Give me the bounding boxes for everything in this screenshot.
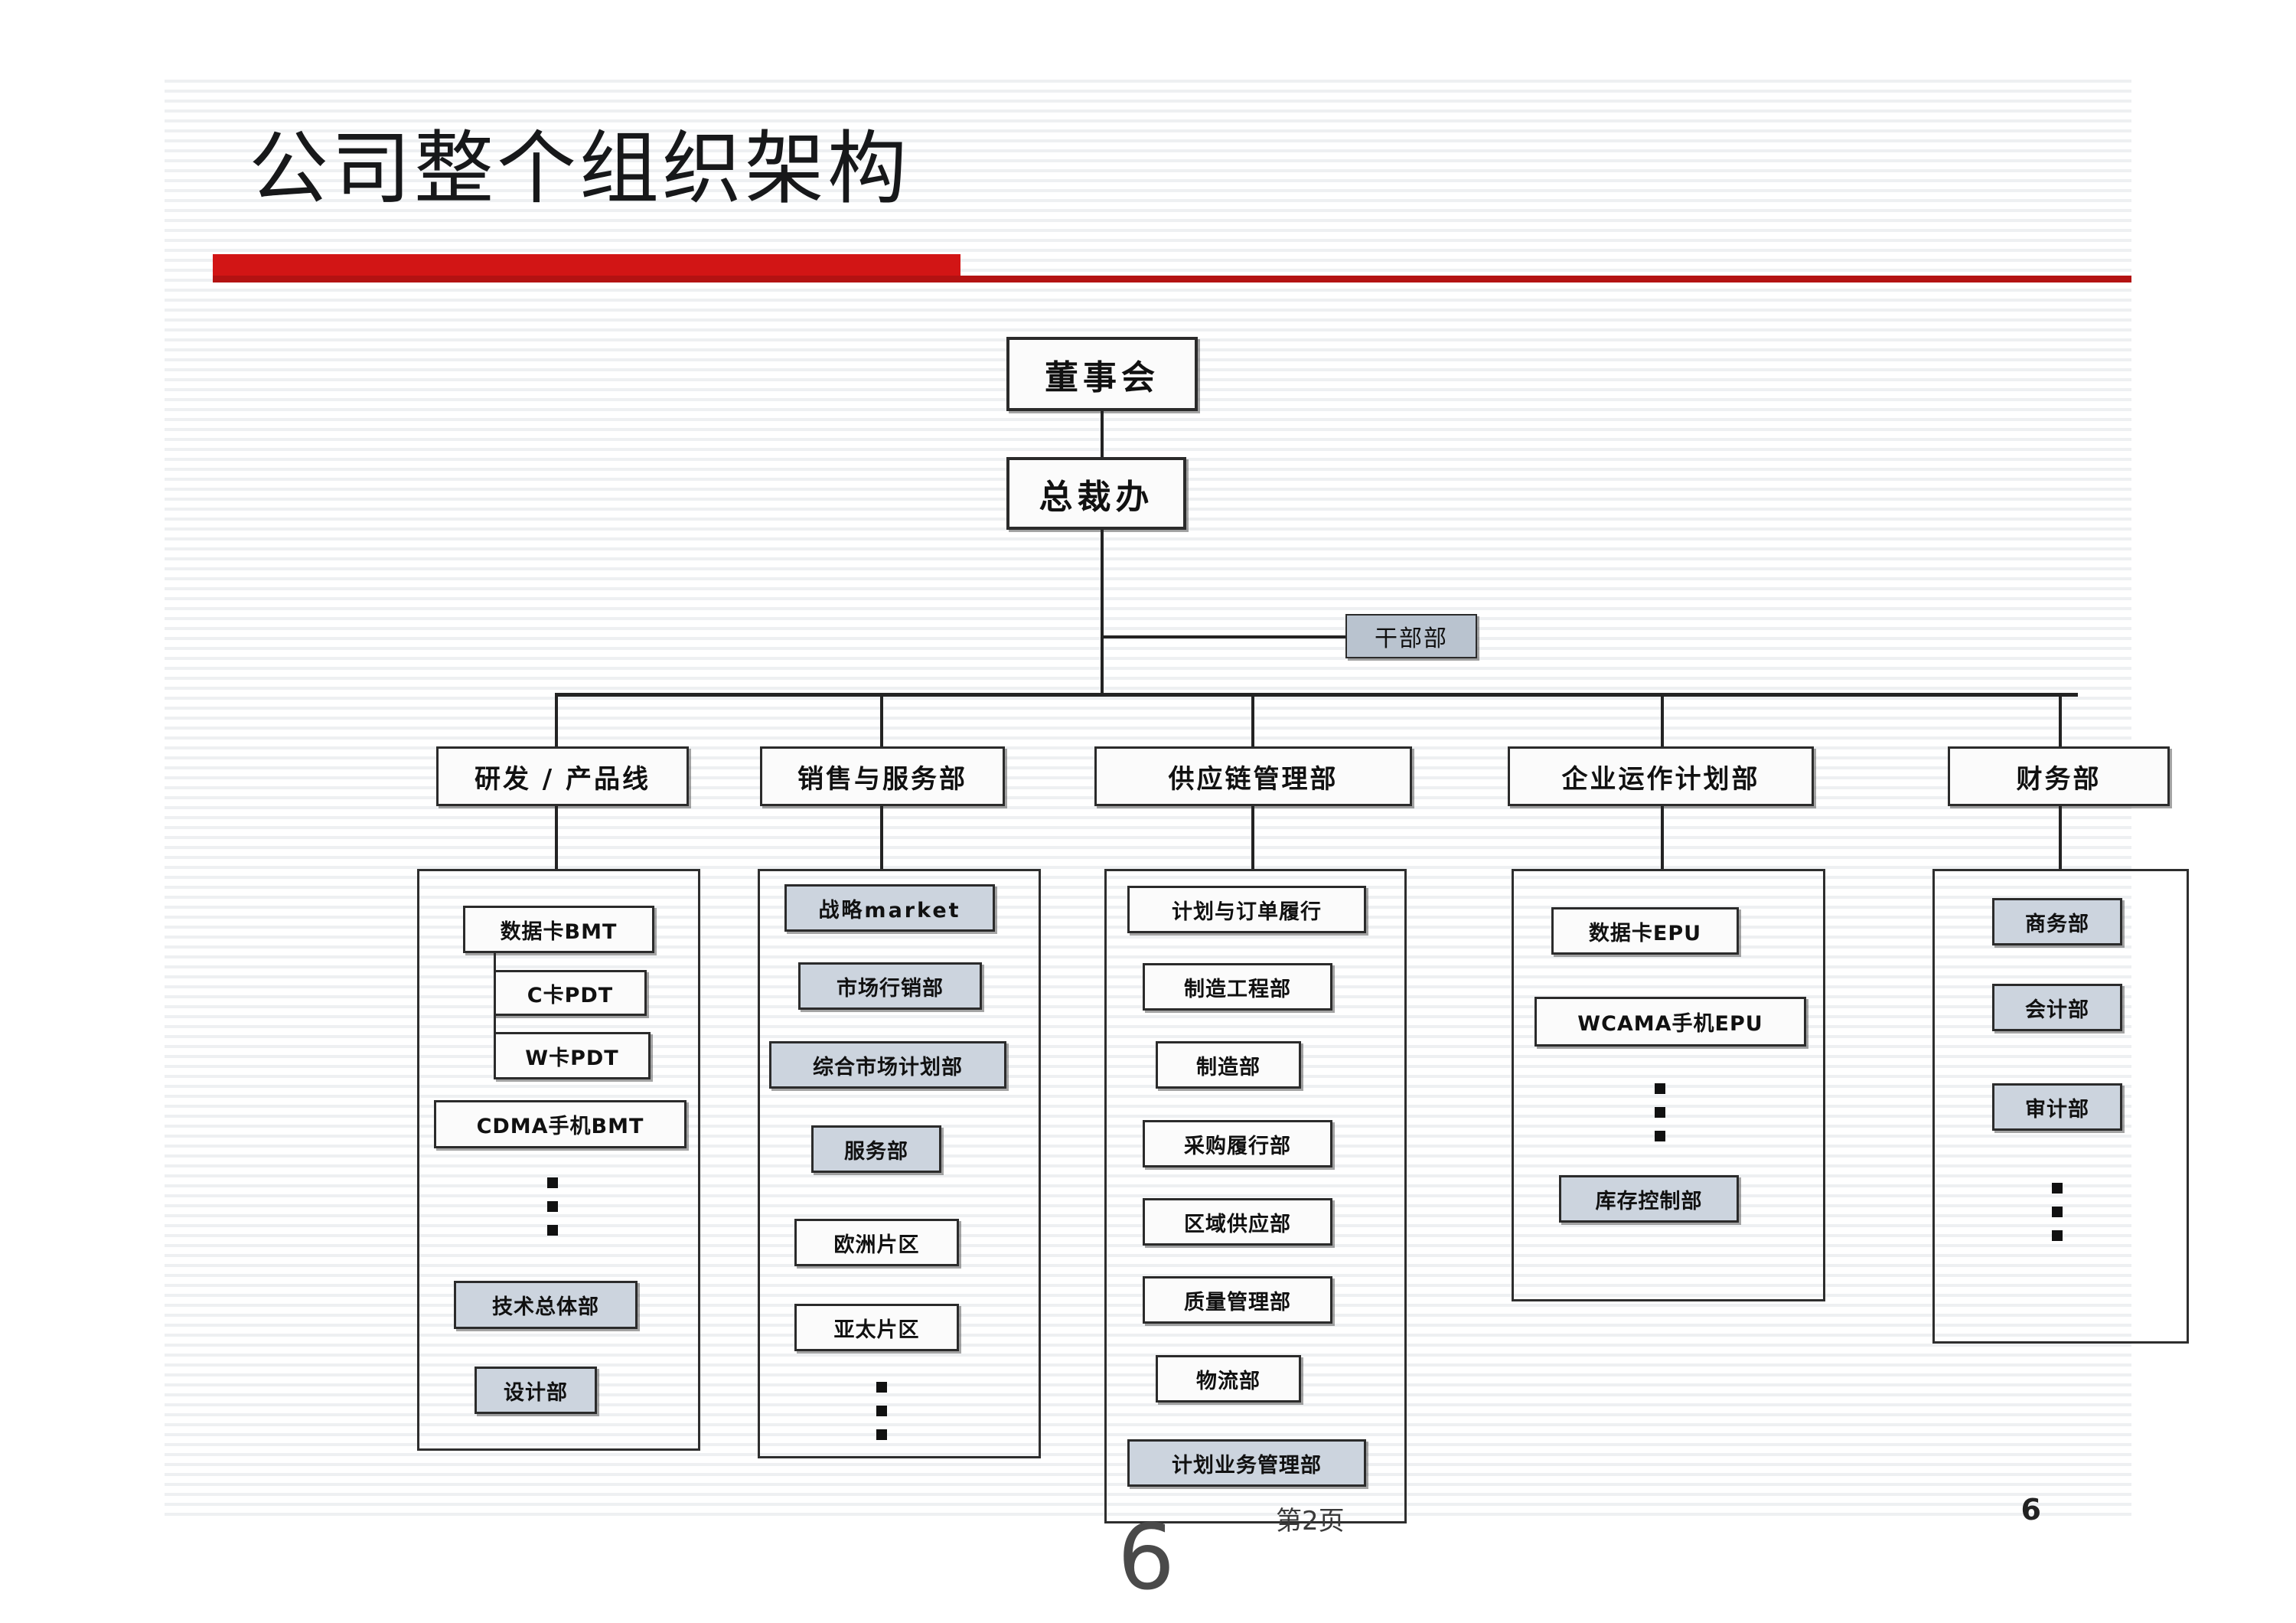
leaf-3-2[interactable]: 制造部	[1156, 1041, 1301, 1089]
connector-bus-to-dept-5	[2059, 693, 2062, 746]
slide-canvas: 公司整个组织架构 董事会 总裁办 干部部 研发 / 产品线 销售与服务部 供应链…	[165, 73, 2189, 1536]
leaf-4-1[interactable]: WCAMA手机EPU	[1534, 997, 1806, 1047]
leaf-1-5[interactable]: 技术总体部	[454, 1281, 638, 1329]
connector-dept-1-to-group	[555, 806, 558, 869]
leaf-2-5[interactable]: 亚太片区	[794, 1304, 959, 1351]
connector-dept-3-to-group	[1251, 806, 1254, 869]
node-staff-unit[interactable]: 干部部	[1345, 614, 1477, 658]
leaf-5-1[interactable]: 会计部	[1992, 984, 2122, 1031]
dept-box-1[interactable]: 研发 / 产品线	[436, 746, 689, 806]
leaf-1-2[interactable]: W卡PDT	[494, 1032, 651, 1079]
connector-dept-4-to-group	[1661, 806, 1664, 869]
leaf-1-6[interactable]: 设计部	[475, 1367, 597, 1414]
leaf-3-0[interactable]: 计划与订单履行	[1127, 886, 1366, 933]
leaf-3-1[interactable]: 制造工程部	[1143, 963, 1332, 1011]
dept-box-5[interactable]: 财务部	[1948, 746, 2170, 806]
connector-president-to-staff-unit	[1101, 635, 1345, 638]
ellipsis-5	[2052, 1183, 2063, 1254]
node-president-office[interactable]: 总裁办	[1006, 457, 1186, 530]
group-container-1	[417, 869, 700, 1451]
ellipsis-2	[876, 1382, 887, 1453]
leaf-1-1[interactable]: C卡PDT	[494, 970, 647, 1016]
group-container-4	[1512, 869, 1825, 1301]
connector-bus-to-dept-1	[555, 693, 558, 746]
group-container-5	[1932, 869, 2189, 1344]
connector-bus-to-dept-2	[880, 693, 883, 746]
connector-bus-to-dept-4	[1661, 693, 1664, 746]
leaf-2-1[interactable]: 市场行销部	[798, 962, 982, 1010]
page-label: 第2页	[1276, 1506, 1345, 1536]
leaf-3-3[interactable]: 采购履行部	[1143, 1120, 1332, 1167]
dept-box-3[interactable]: 供应链管理部	[1094, 746, 1412, 806]
group-container-2	[758, 869, 1041, 1458]
connector-president-down	[1101, 530, 1104, 694]
connector-bus-to-dept-3	[1251, 693, 1254, 746]
title-accent-line	[213, 276, 2131, 282]
connector-dept-2-to-group	[880, 806, 883, 869]
leaf-3-4[interactable]: 区域供应部	[1143, 1198, 1332, 1246]
dept-box-2[interactable]: 销售与服务部	[760, 746, 1005, 806]
leaf-2-3[interactable]: 服务部	[811, 1125, 941, 1173]
dept-box-4[interactable]: 企业运作计划部	[1508, 746, 1814, 806]
leaf-2-2[interactable]: 综合市场计划部	[769, 1041, 1006, 1089]
leaf-2-4[interactable]: 欧洲片区	[794, 1219, 959, 1266]
group-container-3	[1104, 869, 1407, 1523]
leaf-4-0[interactable]: 数据卡EPU	[1551, 907, 1739, 955]
node-board-of-directors[interactable]: 董事会	[1006, 337, 1198, 411]
leaf-5-0[interactable]: 商务部	[1992, 898, 2122, 945]
leaf-3-7[interactable]: 计划业务管理部	[1127, 1439, 1366, 1487]
leaf-3-6[interactable]: 物流部	[1156, 1355, 1301, 1403]
leaf-3-5[interactable]: 质量管理部	[1143, 1276, 1332, 1324]
ellipsis-4	[1655, 1083, 1665, 1154]
slide-number: 6	[2020, 1493, 2041, 1527]
leaf-1-0[interactable]: 数据卡BMT	[463, 906, 654, 953]
page-title: 公司整个组织架构	[249, 122, 911, 215]
connector-board-to-president	[1101, 411, 1104, 457]
leaf-2-0[interactable]: 战略market	[784, 884, 995, 932]
connector-department-bus	[555, 693, 2078, 697]
document-page-number: 6	[1117, 1504, 1176, 1610]
connector-dept-5-to-group	[2059, 806, 2062, 869]
leaf-5-2[interactable]: 审计部	[1992, 1083, 2122, 1131]
ellipsis-1	[547, 1177, 558, 1249]
leaf-4-3[interactable]: 库存控制部	[1559, 1175, 1739, 1223]
leaf-1-3[interactable]: CDMA手机BMT	[434, 1100, 687, 1148]
